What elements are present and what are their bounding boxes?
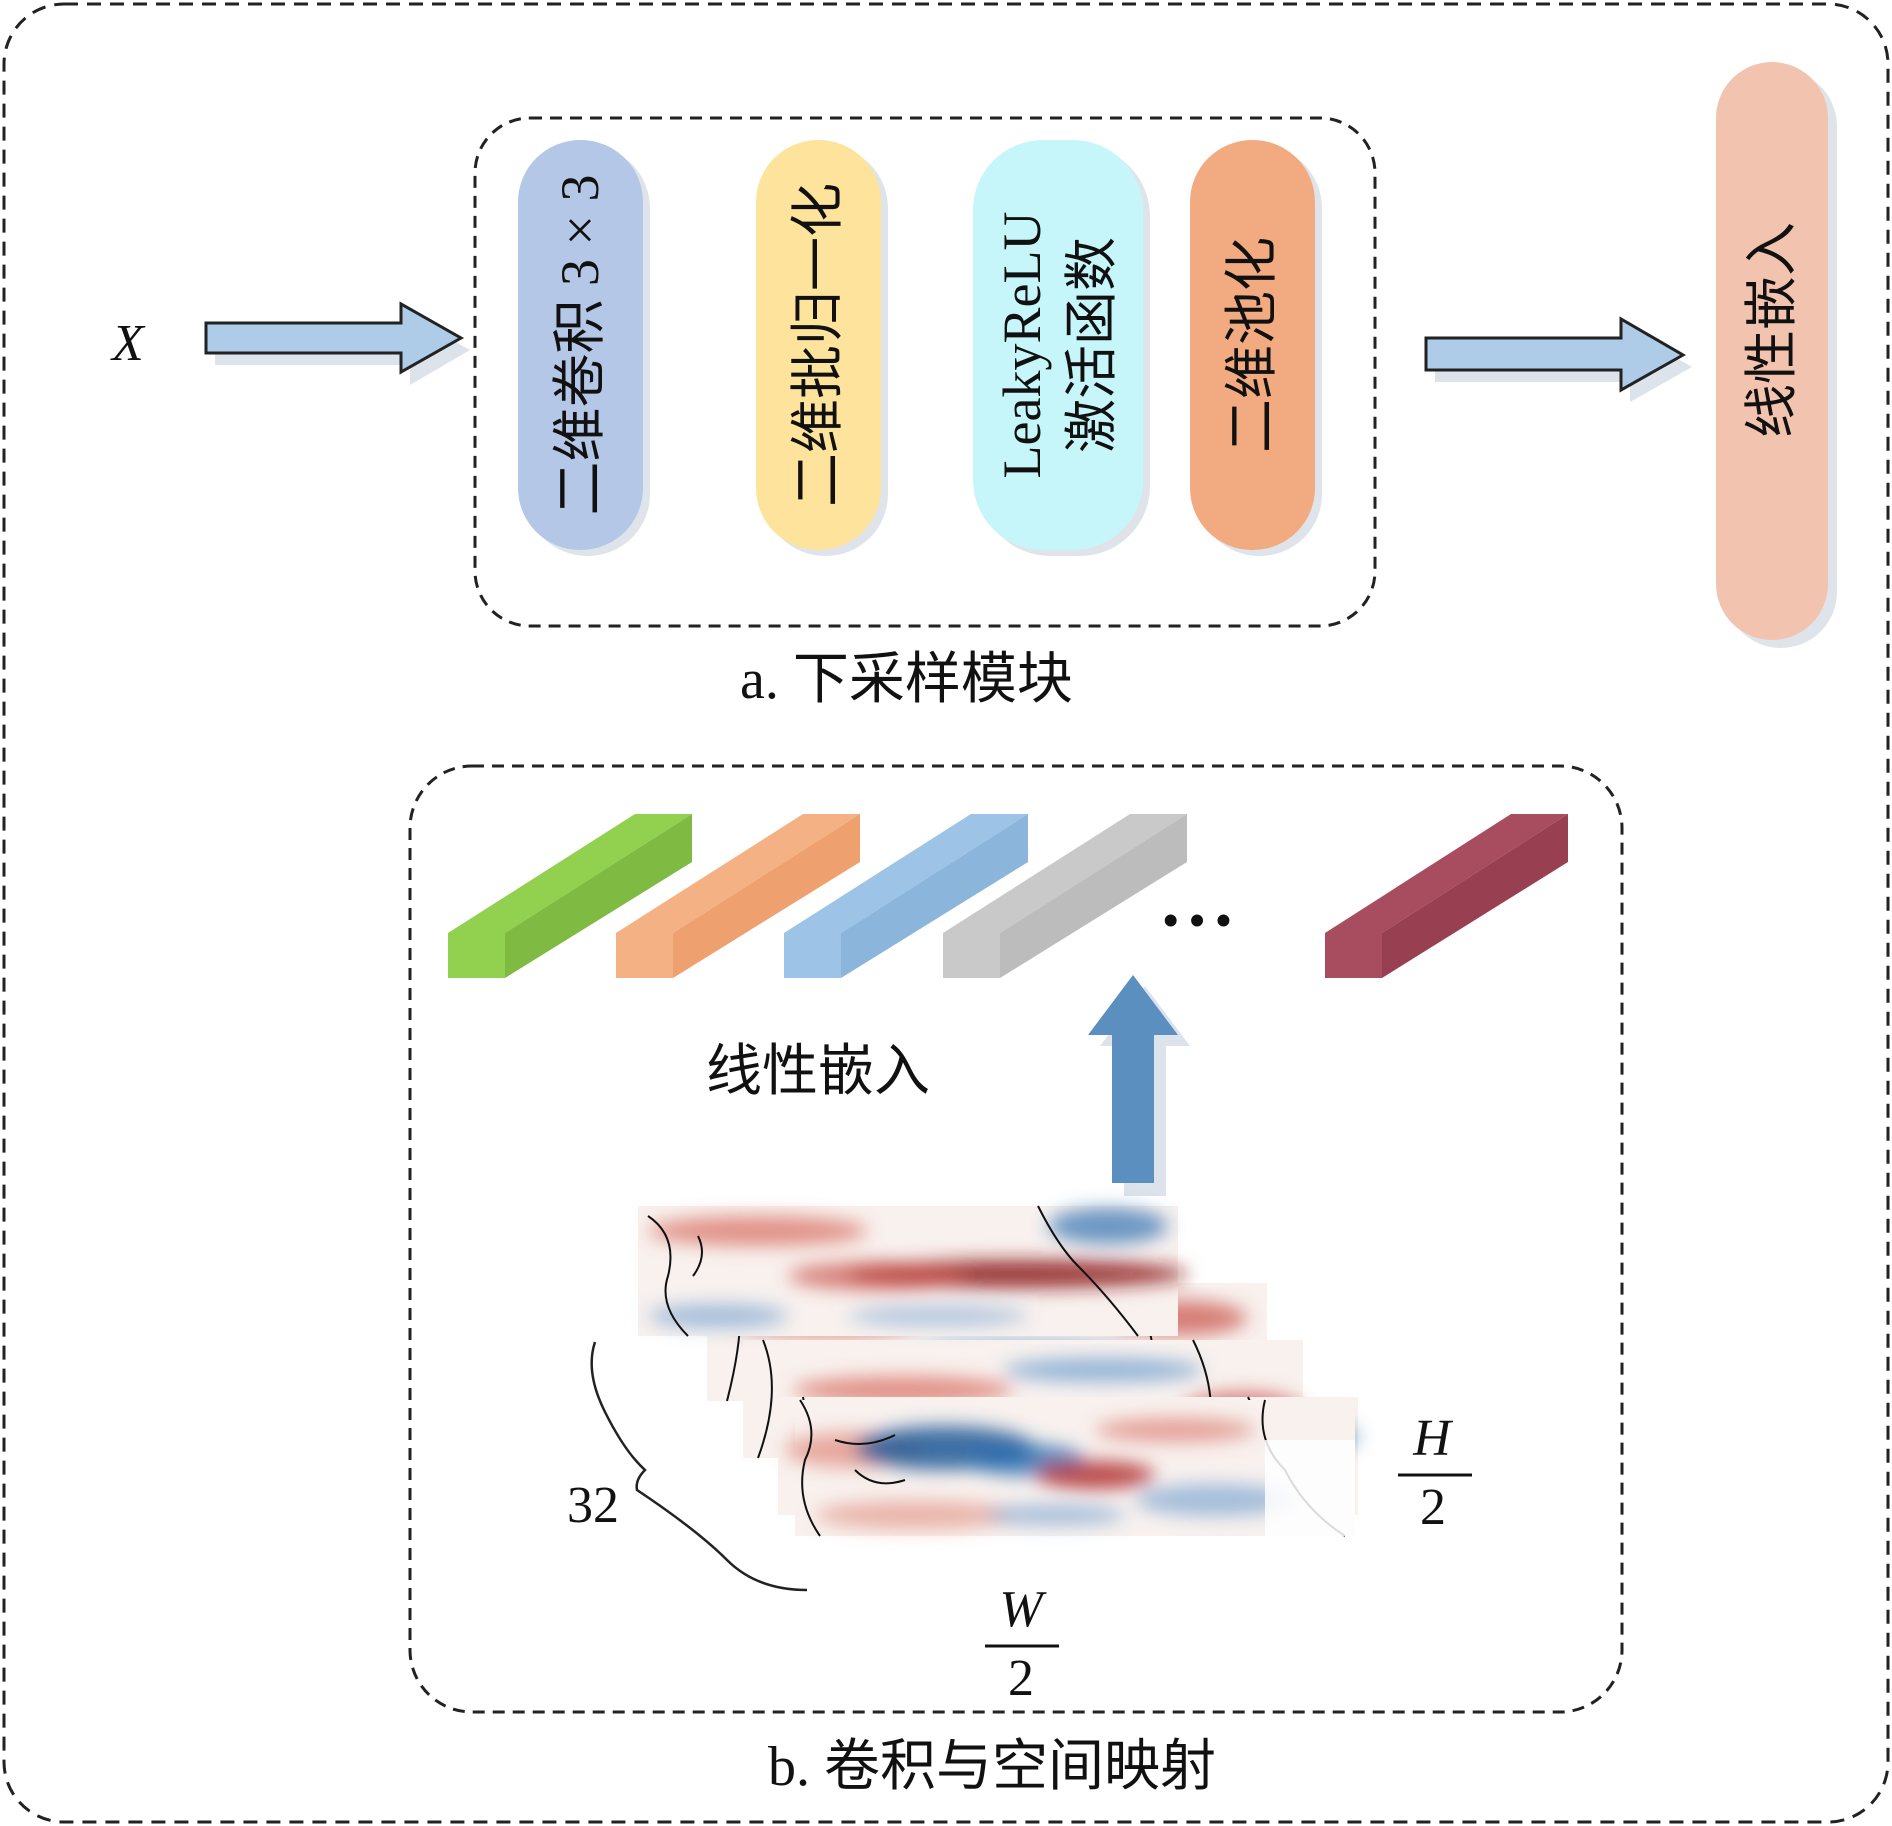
channel-count: 32 (567, 1477, 619, 1534)
token-bar-gray (943, 814, 1187, 978)
height-label-denominator: 2 (1420, 1479, 1446, 1536)
height-label-numerator: H (1412, 1410, 1453, 1467)
pill-conv2d-label: 二维卷积 3 × 3 (550, 175, 610, 516)
channel-brace (590, 1341, 808, 1592)
token-bar-orange (616, 814, 860, 978)
output-arrow (1424, 316, 1692, 402)
feature-map-layer-5 (638, 1205, 1188, 1337)
caption-b: b. 卷积与空间映射 (768, 1736, 1216, 1798)
conv-spatial-box (408, 764, 1624, 1714)
width-label-denominator: 2 (1008, 1650, 1034, 1707)
pill-batchnorm2d: 二维批归一化 (756, 140, 888, 556)
feature-map-front (785, 1399, 1355, 1537)
up-arrow (1088, 975, 1190, 1196)
pill-linear-embedding-label: 线性嵌入 (1742, 222, 1802, 438)
token-bar-green (448, 814, 692, 978)
pill-linear-embedding: 线性嵌入 (1716, 62, 1837, 648)
pill-pool2d: 二维池化 (1190, 140, 1322, 556)
token-bar-maroon (1325, 814, 1568, 978)
input-arrow (204, 301, 470, 385)
embedding-label: 线性嵌入 (706, 1041, 930, 1103)
ellipsis: • • • (1163, 896, 1231, 945)
caption-a: a. 下采样模块 (740, 649, 1073, 711)
pill-leakyrelu: LeakyReLU 激活函数 (973, 140, 1150, 556)
pill-conv2d: 二维卷积 3 × 3 (518, 140, 650, 556)
pill-leakyrelu-label-line2: 激活函数 (1062, 237, 1122, 453)
pill-batchnorm2d-label: 二维批归一化 (788, 183, 848, 507)
token-bar-blue (784, 814, 1028, 978)
pill-pool2d-label: 二维池化 (1222, 237, 1282, 453)
input-label: X (110, 315, 146, 372)
feature-map-stack (638, 1205, 1358, 1537)
pill-leakyrelu-label-line1: LeakyReLU (992, 212, 1052, 479)
width-label-numerator: W (999, 1581, 1047, 1638)
